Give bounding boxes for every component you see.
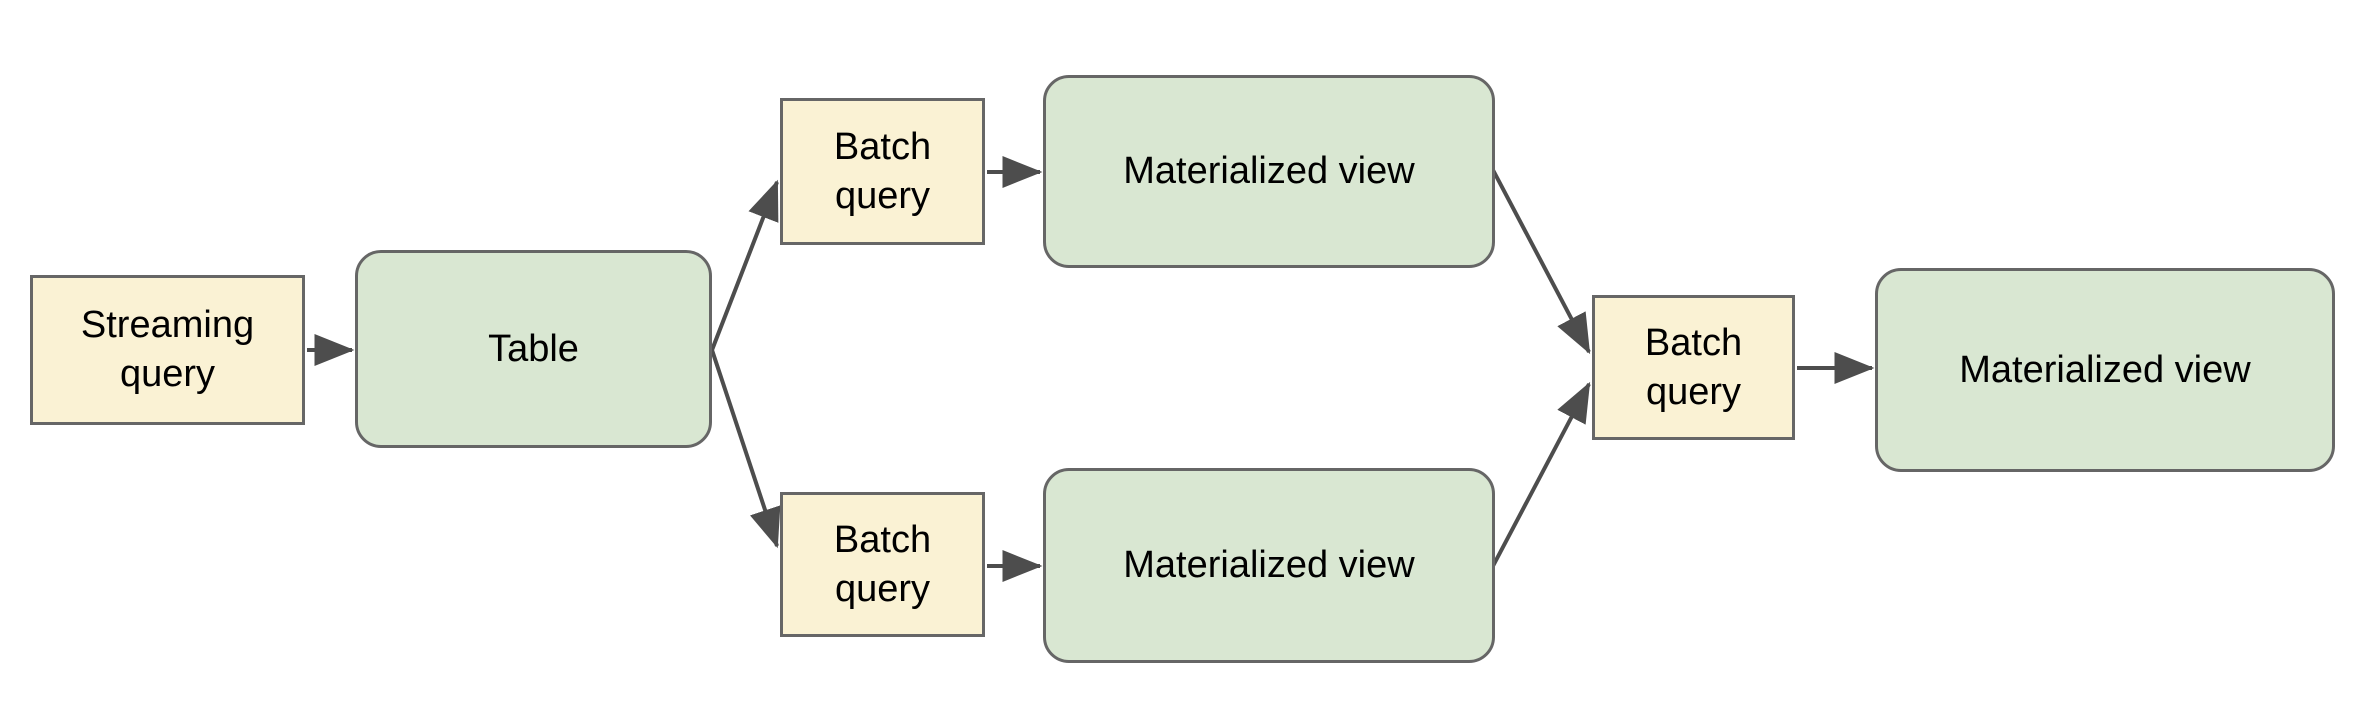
node-materialized-view-right-label: Materialized view (1959, 348, 2251, 391)
node-batch-query-top-label: Batch query (833, 125, 932, 217)
node-materialized-view-bottom[interactable]: Materialized view (1043, 468, 1495, 663)
node-batch-query-top[interactable]: Batch query (780, 98, 985, 245)
node-batch-query-bottom[interactable]: Batch query (780, 492, 985, 637)
node-streaming-query-label: Streaming query (80, 304, 255, 395)
edge-mv-top-to-batch-center (1491, 169, 1591, 355)
node-table[interactable]: Table (355, 250, 712, 448)
node-materialized-view-top-label: Materialized view (1123, 150, 1415, 193)
node-table-label: Table (488, 327, 579, 370)
node-streaming-query[interactable]: Streaming query (30, 275, 305, 425)
node-batch-query-center[interactable]: Batch query (1592, 295, 1795, 440)
node-materialized-view-top[interactable]: Materialized view (1043, 75, 1495, 268)
node-materialized-view-right[interactable]: Materialized view (1875, 268, 2335, 472)
edge-mv-bottom-to-batch-center (1491, 381, 1591, 567)
node-batch-query-bottom-label: Batch query (833, 518, 932, 610)
node-batch-query-center-label: Batch query (1644, 321, 1743, 413)
edge-table-to-batch-bottom (710, 349, 781, 549)
node-materialized-view-bottom-label: Materialized view (1123, 544, 1415, 587)
edge-table-to-batch-top (710, 179, 779, 351)
